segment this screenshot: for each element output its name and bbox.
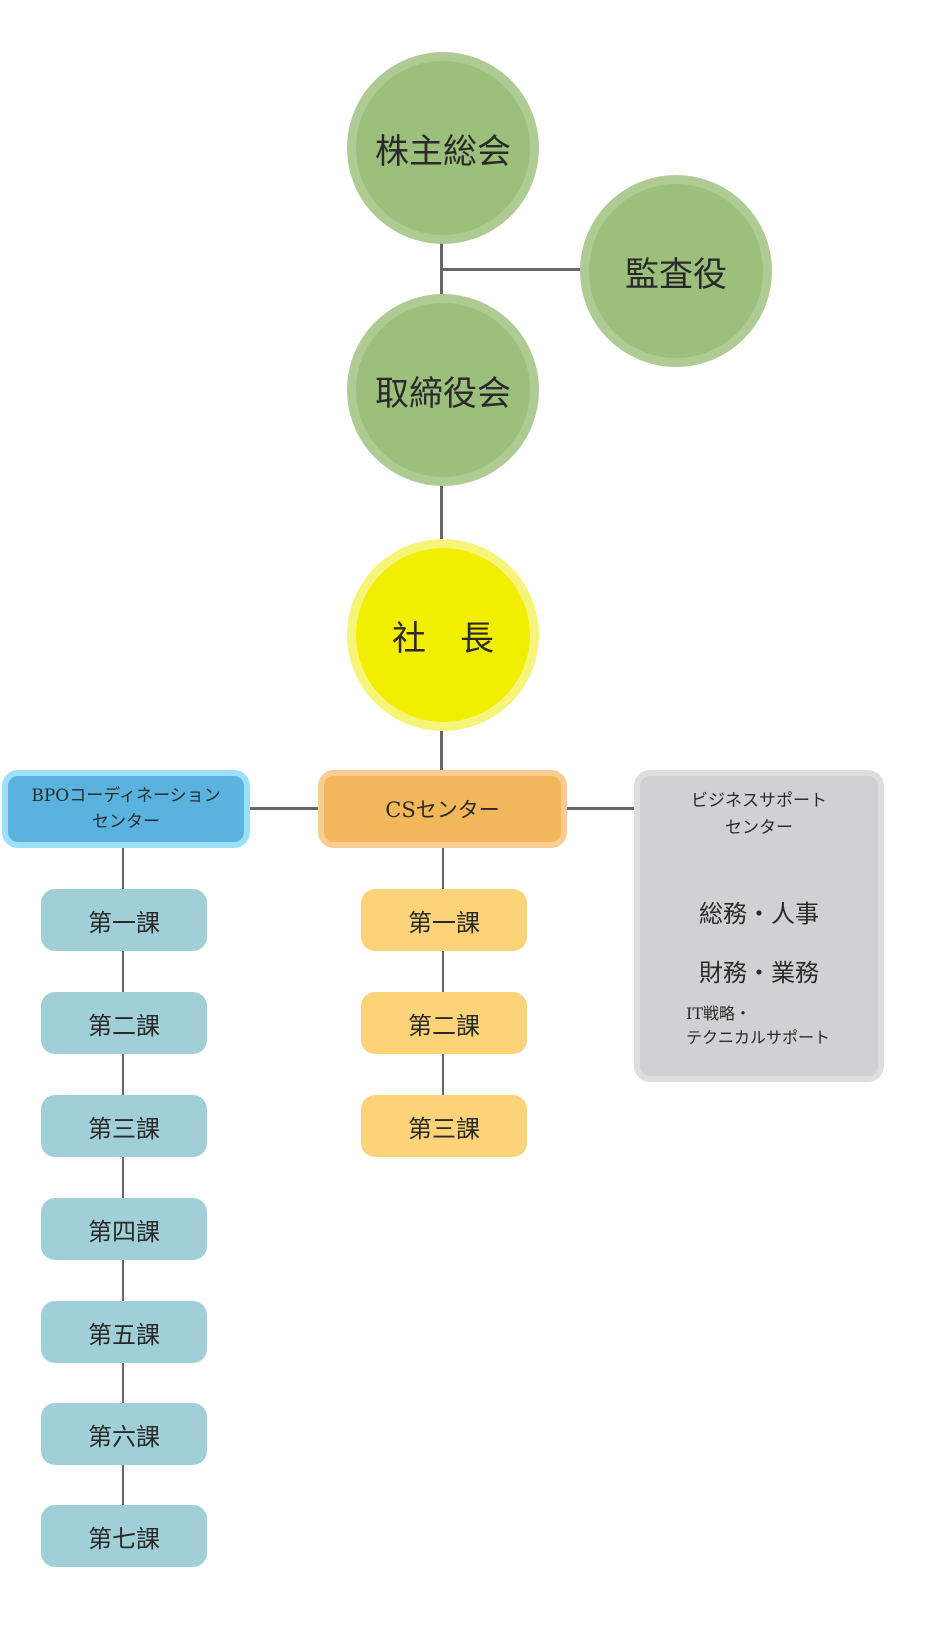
function-finance-operations: 財務・業務 (699, 959, 819, 987)
business-support-center-node: ビジネスサポート センター 総務・人事 財務・業務 IT戦略・ テクニカルサポー… (634, 770, 884, 1082)
bpo-section-5: 第五課 (41, 1301, 207, 1363)
bpo-center-label-2: センター (92, 812, 160, 832)
president-node: 社 長 (347, 539, 539, 731)
shareholders-label: 株主総会 (375, 131, 511, 172)
cs-section-1: 第一課 (361, 889, 527, 951)
function-technical-support: テクニカルサポート (686, 1028, 831, 1047)
bpo-center-label: BPOコーディネーション (31, 786, 221, 806)
section-label: 第五課 (88, 1320, 160, 1349)
connector-bpo-cs (248, 807, 320, 810)
business-center-label: ビジネスサポート (691, 791, 827, 811)
connector-bpo-sections (122, 846, 124, 1536)
bpo-section-3: 第三課 (41, 1095, 207, 1157)
function-general-affairs-hr: 総務・人事 (699, 900, 819, 928)
bpo-section-4: 第四課 (41, 1198, 207, 1260)
connector-auditor (440, 268, 582, 271)
section-label: 第二課 (408, 1011, 480, 1040)
function-it-strategy: IT戦略・ (686, 1004, 751, 1023)
section-label: 第二課 (88, 1011, 160, 1040)
connector-cs-business (565, 807, 636, 810)
cs-section-2: 第二課 (361, 992, 527, 1054)
bpo-section-6: 第六課 (41, 1403, 207, 1465)
auditor-node: 監査役 (580, 175, 772, 367)
bpo-center-node: BPOコーディネーション センター (2, 770, 250, 848)
section-label: 第三課 (408, 1114, 480, 1143)
bpo-section-2: 第二課 (41, 992, 207, 1054)
auditor-label: 監査役 (625, 254, 727, 295)
connector-president-cs (440, 728, 443, 772)
cs-center-label: CSセンター (385, 798, 500, 822)
bpo-section-7: 第七課 (41, 1505, 207, 1567)
cs-center-node: CSセンター (318, 770, 567, 848)
president-label: 社 長 (392, 618, 494, 659)
section-label: 第四課 (88, 1217, 160, 1246)
section-label: 第三課 (88, 1114, 160, 1143)
board-node: 取締役会 (347, 294, 539, 486)
business-center-label-2: センター (725, 818, 793, 838)
cs-section-3: 第三課 (361, 1095, 527, 1157)
section-label: 第一課 (408, 908, 480, 937)
section-label: 第六課 (88, 1422, 160, 1451)
bpo-section-1: 第一課 (41, 889, 207, 951)
board-label: 取締役会 (375, 373, 511, 414)
connector-board-president (440, 484, 443, 542)
connector-cs-sections (442, 846, 444, 1126)
section-label: 第一課 (88, 908, 160, 937)
section-label: 第七課 (88, 1524, 160, 1553)
shareholders-meeting-node: 株主総会 (347, 52, 539, 244)
